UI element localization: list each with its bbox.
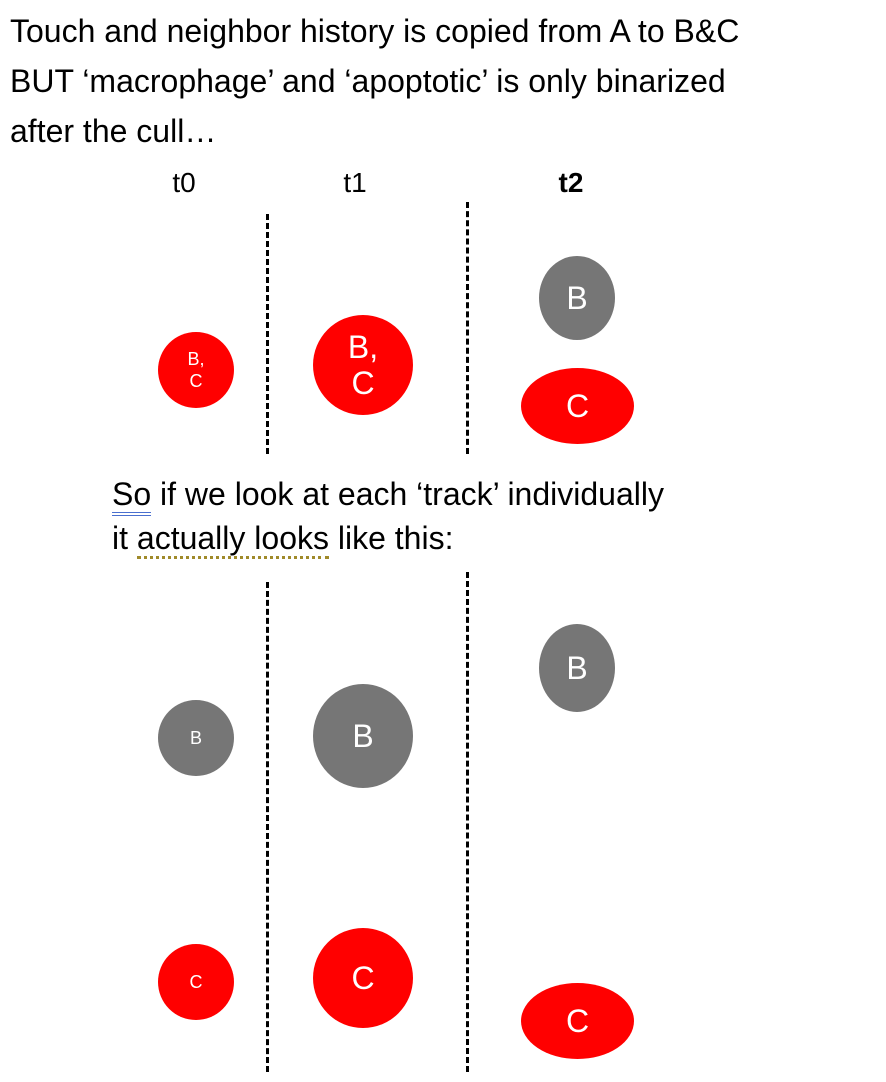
top-cell-t0-bc: B, C (158, 332, 234, 408)
track-c-cell-t0: C (158, 944, 234, 1020)
note-word-actually-looks: actually looks (136, 520, 329, 559)
note-text: So if we look at each ‘track’ individual… (112, 472, 872, 560)
column-label-t0: t0 (172, 167, 196, 198)
note-word-so: So (112, 476, 152, 516)
top-cell-t1-bc: B, C (313, 315, 413, 415)
note-line-2-rest: like this: (328, 520, 454, 556)
top-cell-t2-c: C (521, 368, 634, 444)
track-b-cell-t1: B (313, 684, 413, 788)
divider-t1-t2-bottom (466, 572, 469, 1072)
divider-t0-t1-top (266, 214, 269, 454)
heading: Touch and neighbor history is copied fro… (10, 6, 880, 156)
track-c-cell-t2: C (521, 983, 634, 1059)
track-b-cell-t0: B (158, 700, 234, 776)
note-line-2-pre: it (112, 520, 137, 556)
note-line-1-rest: if we look at each ‘track’ individually (151, 476, 664, 512)
heading-line-2: BUT ‘macrophage’ and ‘apoptotic’ is only… (10, 63, 726, 99)
heading-line-3: after the cull… (10, 113, 217, 149)
heading-line-1: Touch and neighbor history is copied fro… (10, 13, 740, 49)
column-label-t1: t1 (343, 167, 367, 198)
column-label-t2: t2 (558, 167, 584, 198)
track-b-cell-t2: B (539, 624, 615, 712)
note-line-2: it actually looks like this: (112, 516, 872, 560)
track-c-cell-t1: C (313, 928, 413, 1028)
top-cell-t2-b: B (539, 256, 615, 340)
divider-t0-t1-bottom (266, 582, 269, 1072)
note-line-1: So if we look at each ‘track’ individual… (112, 472, 872, 516)
divider-t1-t2-top (466, 202, 469, 454)
